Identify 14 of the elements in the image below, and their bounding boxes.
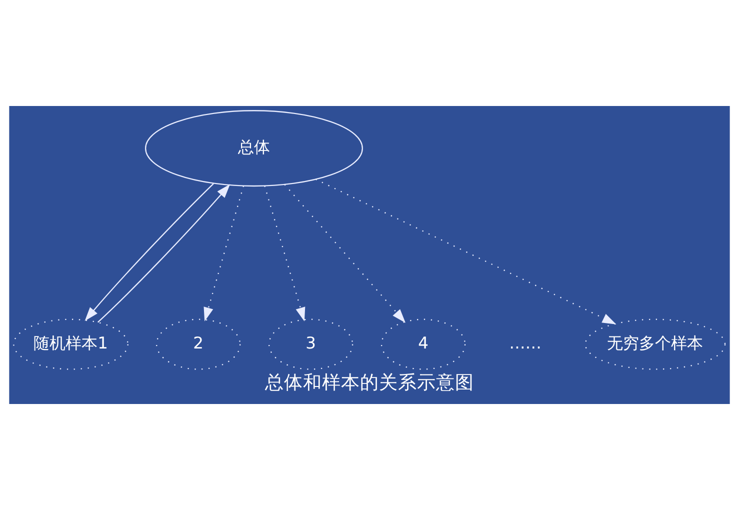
arrow — [316, 178, 616, 324]
label: …… — [509, 333, 542, 352]
node-ellipse: 随机样本1 — [13, 318, 128, 370]
caption: 总体和样本的关系示意图 — [265, 372, 474, 394]
arrow — [204, 185, 244, 321]
node-ellipse: 无穷多个样本 — [584, 318, 726, 370]
arrow — [84, 182, 214, 320]
node-ellipse: 2 — [156, 318, 241, 370]
node-ellipse: 4 — [380, 318, 466, 370]
arrow — [97, 184, 230, 322]
node-ellipse: 3 — [268, 318, 354, 370]
node-ellipse: 总体 — [144, 110, 363, 186]
arrow — [264, 185, 306, 321]
arrow — [284, 184, 406, 322]
